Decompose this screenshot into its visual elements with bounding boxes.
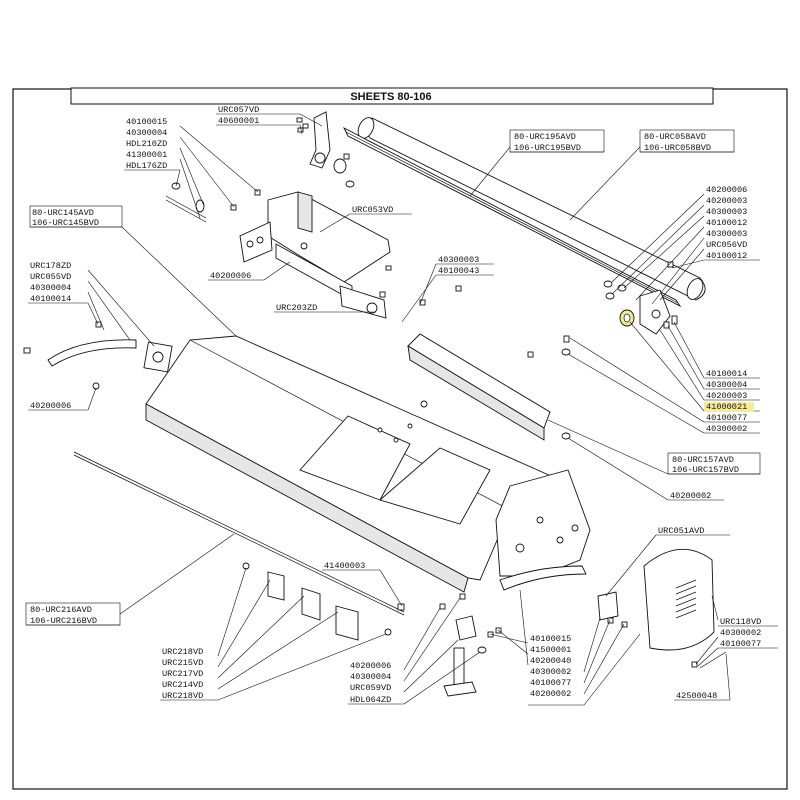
highlight-41000021: [704, 402, 754, 412]
label-40300002[interactable]: 40300002: [720, 628, 761, 638]
label-40300002[interactable]: 40300002: [706, 424, 747, 434]
upper-bracket: [296, 111, 355, 188]
main-housing: [145, 335, 561, 593]
side-plate: [495, 469, 591, 591]
title-bar: [70, 87, 714, 105]
label-urc214vd[interactable]: URC214VD: [162, 680, 203, 690]
label-40200006[interactable]: 40200006: [30, 401, 71, 411]
label-40100012[interactable]: 40100012: [706, 218, 747, 228]
label-40200006[interactable]: 40200006: [210, 271, 251, 281]
part-labels: URC057VD 40600001 40100015 40300004 HDL2…: [30, 105, 761, 705]
flap-set: [242, 562, 392, 641]
label-106-urc145bvd[interactable]: 106-URC145BVD: [32, 218, 99, 228]
cover-vent: [675, 579, 697, 619]
label-urc053vd[interactable]: URC053VD: [352, 205, 393, 215]
label-40100077[interactable]: 40100077: [530, 678, 571, 688]
label-urc178zd[interactable]: URC178ZD: [30, 261, 71, 271]
label-80-urc195avd[interactable]: 80-URC195AVD: [514, 132, 576, 142]
label-urc218vd[interactable]: URC218VD: [162, 691, 203, 701]
label-41000021[interactable]: 41000021: [706, 402, 747, 412]
label-urc118vd[interactable]: URC118VD: [720, 617, 761, 627]
roller-tube: [357, 117, 706, 301]
label-urc055vd[interactable]: URC055VD: [30, 272, 71, 282]
parts-drawing: [23, 111, 727, 697]
label-41300001[interactable]: 41300001: [126, 150, 167, 160]
label-40100077[interactable]: 40100077: [706, 413, 747, 423]
label-40300003[interactable]: 40300003: [438, 255, 479, 265]
label-40300004[interactable]: 40300004: [350, 672, 391, 682]
label-40200003[interactable]: 40200003: [706, 196, 747, 206]
label-urc203zd[interactable]: URC203ZD: [276, 303, 317, 313]
label-urc217vd[interactable]: URC217VD: [162, 669, 203, 679]
label-106-urc058bvd[interactable]: 106-URC058BVD: [644, 143, 711, 153]
label-42500048[interactable]: 42500048: [676, 691, 717, 701]
label-40200006[interactable]: 40200006: [706, 185, 747, 195]
label-40300004[interactable]: 40300004: [30, 283, 71, 293]
deflector: [407, 285, 571, 441]
label-40100015[interactable]: 40100015: [126, 117, 167, 127]
label-urc059vd[interactable]: URC059VD: [350, 683, 391, 693]
stand-leg: [439, 593, 502, 697]
sheet-title: SHEETS 80-106: [350, 91, 431, 103]
label-40100077[interactable]: 40100077: [720, 639, 761, 649]
label-40100014[interactable]: 40100014: [30, 294, 71, 304]
label-urc057vd[interactable]: URC057VD: [218, 105, 259, 115]
label-40200003[interactable]: 40200003: [706, 391, 747, 401]
label-41400003[interactable]: 41400003: [324, 561, 365, 571]
label-40300003[interactable]: 40300003: [706, 207, 747, 217]
main-frame: [239, 191, 392, 319]
label-40600001[interactable]: 40600001: [218, 116, 259, 126]
label-40200040[interactable]: 40200040: [530, 656, 571, 666]
label-80-urc157avd[interactable]: 80-URC157AVD: [672, 455, 734, 465]
flat-bar: [342, 126, 682, 308]
label-hdl176zd[interactable]: HDL176ZD: [126, 161, 167, 171]
label-urc218vd[interactable]: URC218VD: [162, 647, 203, 657]
label-80-urc058avd[interactable]: 80-URC058AVD: [644, 132, 706, 142]
left-arm: [23, 321, 173, 390]
label-80-urc216avd[interactable]: 80-URC216AVD: [30, 605, 92, 615]
label-40100043[interactable]: 40100043: [438, 266, 479, 276]
label-40300004[interactable]: 40300004: [706, 380, 747, 390]
label-106-urc157bvd[interactable]: 106-URC157BVD: [672, 465, 739, 475]
right-cover: [597, 548, 727, 669]
label-hdl064zd[interactable]: HDL064ZD: [350, 695, 391, 705]
label-40100015[interactable]: 40100015: [530, 634, 571, 644]
pin-set: [165, 182, 261, 223]
label-hdl210zd[interactable]: HDL210ZD: [126, 139, 167, 149]
label-40300002[interactable]: 40300002: [530, 667, 571, 677]
label-40100012[interactable]: 40100012: [706, 251, 747, 261]
label-106-urc216bvd[interactable]: 106-URC216BVD: [30, 616, 97, 626]
label-41500001[interactable]: 41500001: [530, 645, 571, 655]
label-urc215vd[interactable]: URC215VD: [162, 658, 203, 668]
label-40200006[interactable]: 40200006: [350, 661, 391, 671]
label-urc056vd[interactable]: URC056VD: [706, 240, 747, 250]
label-106-urc195bvd[interactable]: 106-URC195BVD: [514, 143, 581, 153]
label-40300003[interactable]: 40300003: [706, 229, 747, 239]
label-40300004[interactable]: 40300004: [126, 128, 167, 138]
right-bracket: [603, 261, 678, 335]
label-80-urc145avd[interactable]: 80-URC145AVD: [32, 208, 94, 218]
label-40200002[interactable]: 40200002: [670, 491, 711, 501]
label-urc051avd[interactable]: URC051AVD: [658, 526, 704, 536]
label-40200002[interactable]: 40200002: [530, 689, 571, 699]
label-40100014[interactable]: 40100014: [706, 369, 747, 379]
